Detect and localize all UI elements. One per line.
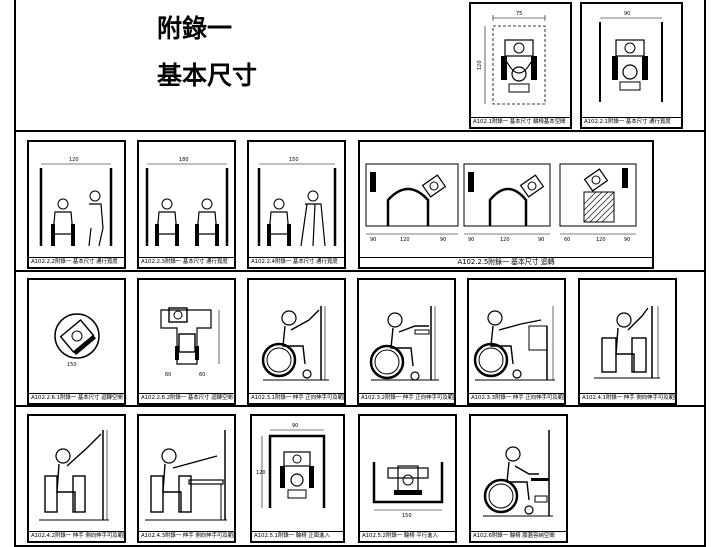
panel-a102-6: A102.6附錄一 輪椅 膝蓋容納空間 bbox=[469, 414, 568, 543]
wheelchair-space-drawing: 75 120 bbox=[477, 11, 546, 105]
svg-text:90: 90 bbox=[370, 237, 376, 243]
panel-a102-1: 75 120 A102.1附錄一 基本尺寸 輪椅基本空間 bbox=[469, 2, 572, 129]
panel-a102-4-2: A102.4.2附錄一 伸手 側向伸手可及範圍 bbox=[27, 414, 126, 543]
caption-a102-1: A102.1附錄一 基本尺寸 輪椅基本空間 bbox=[471, 117, 570, 127]
title-appendix: 附錄一 bbox=[157, 14, 233, 43]
caption-a102-5-2: A102.5.2附錄一 輪椅 平行進入 bbox=[360, 531, 455, 541]
svg-text:120: 120 bbox=[69, 157, 79, 163]
panel-a102-2-3: 180 A102.2.3附錄一 基本尺寸 通行寬度 bbox=[137, 140, 236, 269]
svg-text:90: 90 bbox=[624, 237, 630, 243]
panel-a102-2-1: 90 A102.2.1附錄一 基本尺寸 通行寬度 bbox=[580, 2, 683, 129]
caption-a102-2-2: A102.2.2附錄一 基本尺寸 通行寬度 bbox=[29, 257, 124, 267]
caption-a102-4-1: A102.4.1附錄一 伸手 側向伸手可及範圍 bbox=[580, 393, 675, 401]
svg-text:90: 90 bbox=[292, 423, 298, 429]
forward-reach-drawing-3 bbox=[473, 306, 555, 381]
svg-text:90: 90 bbox=[440, 237, 446, 243]
parallel-approach-drawing: 150 bbox=[372, 462, 444, 519]
caption-a102-2-1: A102.2.1附錄一 基本尺寸 通行寬度 bbox=[582, 117, 681, 127]
panel-a102-5-1: 90 120 A102.5.1附錄一 輪椅 正面進入 bbox=[250, 414, 345, 543]
caption-a102-5-1: A102.5.1附錄一 輪椅 正面進入 bbox=[252, 531, 343, 541]
svg-text:180: 180 bbox=[179, 157, 189, 163]
forward-reach-drawing-1 bbox=[261, 306, 329, 381]
svg-text:90: 90 bbox=[624, 11, 630, 17]
forward-reach-drawing-2 bbox=[369, 306, 439, 381]
knee-clearance-drawing bbox=[483, 430, 553, 517]
panel-a102-5-2: 150 A102.5.2附錄一 輪椅 平行進入 bbox=[358, 414, 457, 543]
svg-text:60: 60 bbox=[165, 372, 171, 378]
caption-a102-3-1: A102.3.1附錄一 伸手 正向伸手可及範圍 bbox=[249, 393, 344, 401]
panel-a102-2-6-1: 150 A102.2.6.1附錄一 基本尺寸 迴轉空間 bbox=[27, 278, 126, 405]
svg-text:120: 120 bbox=[477, 60, 483, 70]
panel-a102-2-6-2: 60 60 A102.2.6.2附錄一 基本尺寸 迴轉空間 bbox=[137, 278, 236, 405]
caption-a102-4-3: A102.4.3附錄一 伸手 側向伸手可及範圍 bbox=[139, 531, 234, 539]
front-approach-drawing: 90 120 bbox=[256, 423, 326, 508]
svg-text:120: 120 bbox=[500, 237, 510, 243]
side-reach-drawing-2 bbox=[39, 430, 109, 521]
passage-width-drawing: 90 bbox=[599, 11, 663, 102]
t-turn-drawing: 60 60 bbox=[160, 307, 220, 378]
wheelchair-and-crutch-user-drawing: 150 bbox=[257, 157, 337, 247]
caption-a102-2-6-1: A102.2.6.1附錄一 基本尺寸 迴轉空間 bbox=[29, 393, 124, 401]
svg-text:75: 75 bbox=[516, 11, 522, 17]
svg-text:90: 90 bbox=[468, 237, 474, 243]
caption-a102-3-2: A102.3.2附錄一 伸手 正向伸手可及範圍 bbox=[359, 393, 454, 401]
svg-text:120: 120 bbox=[400, 237, 410, 243]
side-reach-over-counter-drawing bbox=[145, 430, 227, 521]
title-basic-dimensions: 基本尺寸 bbox=[157, 61, 258, 90]
svg-text:120: 120 bbox=[256, 470, 266, 476]
panel-a102-4-3: A102.4.3附錄一 伸手 側向伸手可及範圍 bbox=[137, 414, 236, 543]
panel-a102-3-1: A102.3.1附錄一 伸手 正向伸手可及範圍 bbox=[247, 278, 346, 405]
panel-a102-2-4: 150 A102.2.4附錄一 基本尺寸 通行寬度 bbox=[247, 140, 346, 269]
svg-text:150: 150 bbox=[402, 513, 412, 519]
panel-a102-3-2: A102.3.2附錄一 伸手 正向伸手可及範圍 bbox=[357, 278, 456, 405]
caption-a102-2-5: A102.2.5附錄一 基本尺寸 迴轉 bbox=[360, 257, 652, 267]
svg-text:60: 60 bbox=[564, 237, 570, 243]
svg-text:150: 150 bbox=[67, 362, 77, 368]
caption-a102-3-3: A102.3.3附錄一 伸手 正向伸手可及範圍 bbox=[469, 393, 564, 401]
panel-a102-4-1: A102.4.1附錄一 伸手 側向伸手可及範圍 bbox=[578, 278, 677, 405]
panel-a102-3-3: A102.3.3附錄一 伸手 正向伸手可及範圍 bbox=[467, 278, 566, 405]
turning-space-plans-drawing: 90 120 90 90 120 90 60 120 90 bbox=[365, 163, 637, 243]
svg-text:90: 90 bbox=[538, 237, 544, 243]
panel-a102-2-2: 120 A102.2.2附錄一 基本尺寸 通行寬度 bbox=[27, 140, 126, 269]
svg-text:60: 60 bbox=[199, 372, 205, 378]
caption-a102-2-6-2: A102.2.6.2附錄一 基本尺寸 迴轉空間 bbox=[139, 393, 234, 401]
svg-text:150: 150 bbox=[289, 157, 299, 163]
svg-text:120: 120 bbox=[596, 237, 606, 243]
caption-a102-4-2: A102.4.2附錄一 伸手 側向伸手可及範圍 bbox=[29, 531, 124, 539]
two-wheelchairs-drawing: 180 bbox=[145, 157, 229, 246]
turning-circle-drawing: 150 bbox=[54, 313, 100, 368]
side-reach-drawing-1 bbox=[594, 306, 660, 379]
walking-person-wheelchair-drawing: 120 bbox=[39, 157, 113, 247]
caption-a102-2-3: A102.2.3附錄一 基本尺寸 通行寬度 bbox=[139, 257, 234, 267]
panel-a102-2-5: 90 120 90 90 120 90 60 120 90 bbox=[358, 140, 654, 269]
caption-a102-6: A102.6附錄一 輪椅 膝蓋容納空間 bbox=[471, 531, 566, 541]
caption-a102-2-4: A102.2.4附錄一 基本尺寸 通行寬度 bbox=[249, 257, 344, 267]
